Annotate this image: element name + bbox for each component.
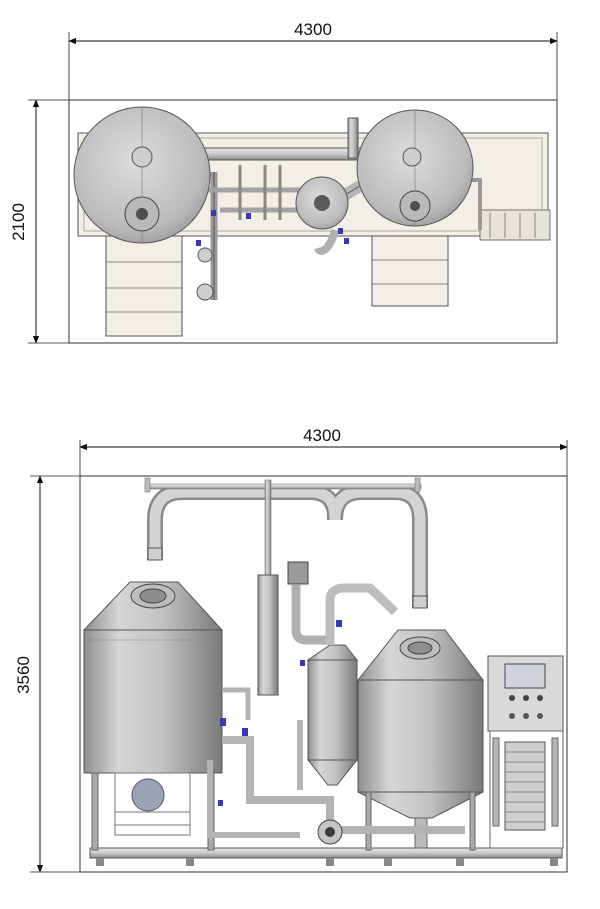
top-right-tank: [356, 109, 474, 227]
top-view: 4300 2100: [9, 20, 558, 344]
front-width-dimension: 4300: [79, 426, 568, 476]
top-valves: [196, 210, 349, 246]
top-left-tank: [73, 106, 211, 244]
top-platform-steps: [105, 235, 449, 337]
front-valves: [218, 620, 342, 806]
plate-heat-exchanger: [489, 730, 564, 849]
front-vapor-pipes: [144, 477, 428, 609]
front-center-column: [257, 479, 330, 696]
top-depth-dimension: 2100: [9, 99, 69, 344]
front-center-vessel: [306, 583, 399, 786]
top-depth-label: 2100: [9, 203, 28, 241]
touchscreen-display: [504, 663, 546, 689]
top-width-label: 4300: [294, 20, 332, 39]
top-whirlpool: [295, 176, 349, 230]
front-left-tank: [82, 581, 224, 851]
front-width-label: 4300: [303, 426, 341, 445]
front-height-label: 3560: [14, 656, 33, 694]
front-base-skid: [89, 847, 563, 866]
front-right-tank: [356, 629, 485, 851]
front-height-dimension: 3560: [14, 475, 80, 873]
front-lower-piping: [207, 687, 465, 845]
control-cabinet: [487, 655, 564, 732]
front-view-frame: [79, 475, 568, 873]
top-view-frame: [68, 99, 558, 344]
top-width-dimension: 4300: [68, 20, 558, 100]
front-view: 4300 3560: [14, 426, 568, 873]
